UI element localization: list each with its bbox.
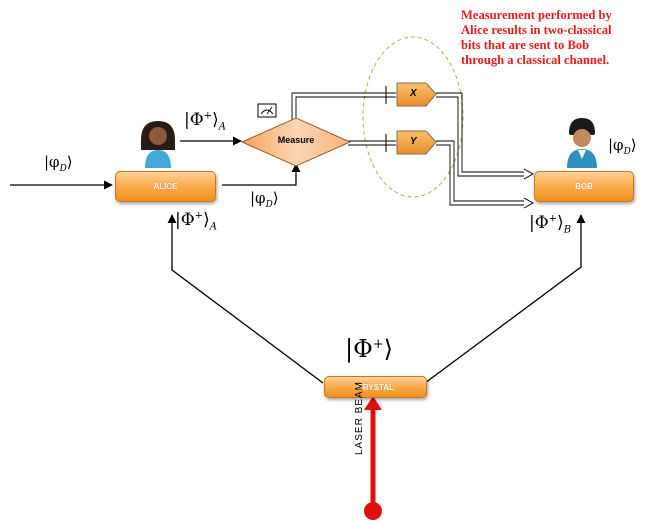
measure-node (240, 117, 352, 167)
state-phi-plus-crystal: |Φ+⟩ (345, 335, 394, 363)
bob-avatar (567, 118, 597, 168)
classical-line-x-in (291, 92, 396, 120)
classical-line-y-out (436, 140, 528, 206)
crystal-to-alice-arrow (167, 214, 324, 384)
classical-line-y-in (348, 140, 396, 146)
bob-node: BOB (534, 171, 634, 202)
alice-phi-to-measure-arrow (222, 163, 301, 186)
crystal-label: CRYSTAL (357, 382, 394, 392)
alice-node: ALICE (115, 171, 216, 202)
state-phi-plus-a-left: |Φ+⟩A (175, 210, 217, 233)
laser-source (364, 502, 382, 520)
classical-line-x-out (436, 92, 528, 177)
bob-label: BOB (575, 182, 593, 191)
laser-beam-label: LASER BEAM (354, 381, 365, 455)
y-to-bob-arrowhead (523, 197, 535, 209)
classical-channel-annotation: Measurement performed by Alice results i… (461, 8, 663, 68)
annotation-line: through a classical channel. (461, 53, 610, 67)
state-phi-d-input: |φD⟩ (44, 153, 73, 174)
bit-y-label: Y (410, 136, 417, 147)
bit-x-label: X (410, 88, 417, 99)
crystal-node: CRYSTAL (324, 376, 427, 398)
laser-arrowhead (364, 396, 382, 410)
classical-bits-ellipse (362, 36, 464, 198)
crystal-to-bob-arrow (424, 214, 586, 384)
annotation-line: Measurement performed by (461, 8, 612, 22)
alice-label: ALICE (153, 182, 178, 191)
state-phi-d-alice: |φD⟩ (250, 189, 279, 210)
x-to-bob-arrowhead (523, 168, 535, 180)
bit-y-node (396, 130, 437, 155)
state-phi-d-bob: |φD⟩ (608, 136, 637, 157)
state-phi-plus-b: |Φ+⟩B (529, 213, 572, 236)
alice-avatar (141, 121, 175, 168)
annotation-line: Alice results in two-classical (461, 23, 612, 37)
measure-label: Measure (277, 135, 315, 145)
bit-x-node (396, 82, 437, 107)
meter-icon (257, 103, 277, 118)
state-phi-plus-a-top: |Φ+⟩A (184, 110, 226, 133)
annotation-line: bits that are sent to Bob (461, 38, 590, 52)
